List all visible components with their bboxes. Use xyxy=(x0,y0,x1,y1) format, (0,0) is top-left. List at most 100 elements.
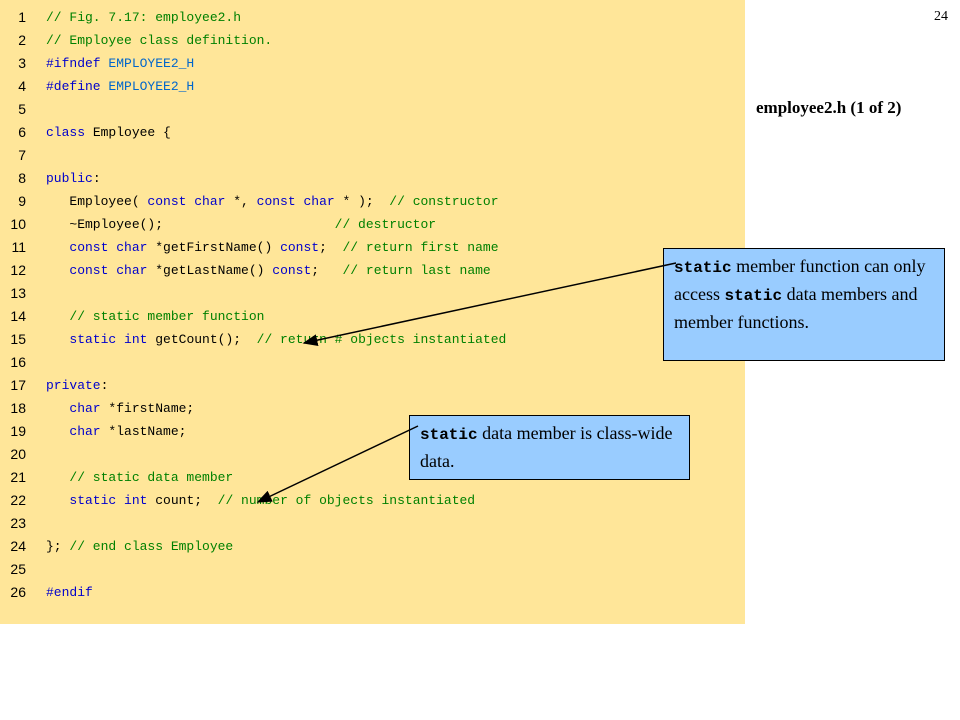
code-token: Employee( xyxy=(46,194,148,209)
code-token: : xyxy=(100,378,109,393)
code-token: *getLastName() xyxy=(155,263,273,278)
code-token: *lastName; xyxy=(108,424,187,439)
slide-caption: employee2.h (1 of 2) xyxy=(756,98,902,117)
line-number: 3 xyxy=(18,55,26,71)
line-number: 20 xyxy=(10,446,26,462)
code-token: *getFirstName() xyxy=(155,240,281,255)
code-token: // static member function xyxy=(69,309,265,324)
code-text: static int getCount(); // return # objec… xyxy=(46,328,506,351)
code-token: ; xyxy=(319,240,343,255)
line-number: 11 xyxy=(11,239,26,255)
line-number: 8 xyxy=(18,170,26,186)
code-token xyxy=(46,240,69,255)
line-number: 4 xyxy=(18,78,26,94)
line-number: 22 xyxy=(10,492,26,508)
code-token: ~Employee(); xyxy=(46,217,335,232)
code-token: const char xyxy=(147,194,234,209)
code-line: 18 char *firstName; xyxy=(0,397,745,420)
code-line: 9 Employee( const char *, const char * )… xyxy=(0,190,745,213)
line-number: 15 xyxy=(10,331,26,347)
code-text: static int count; // number of objects i… xyxy=(46,489,475,512)
code-token xyxy=(46,470,69,485)
code-token: class xyxy=(46,125,93,140)
code-token: #ifndef xyxy=(46,56,109,71)
callout-text: data member is class-wide data. xyxy=(420,423,673,471)
code-token: // return last name xyxy=(342,263,491,278)
line-number: 21 xyxy=(10,469,26,485)
page-number: 24 xyxy=(934,9,948,24)
code-listing-panel: 1// Fig. 7.17: employee2.h 2 // Employee c… xyxy=(0,0,745,624)
code-token: count; xyxy=(155,493,218,508)
line-number: 18 xyxy=(10,400,26,416)
code-line: 3#ifndef EMPLOYEE2_H xyxy=(0,52,745,75)
code-line: 20 xyxy=(0,443,745,466)
code-text: char *lastName; xyxy=(46,420,186,443)
code-text: private: xyxy=(46,374,108,397)
line-number: 26 xyxy=(10,584,26,600)
line-number: 12 xyxy=(10,262,26,278)
code-token: const char xyxy=(69,263,156,278)
code-text: #endif xyxy=(46,581,93,604)
line-number: 16 xyxy=(10,354,26,370)
code-text: // Employee class definition. xyxy=(46,29,272,52)
code-token: #define xyxy=(46,79,109,94)
code-text: const char *getFirstName() const; // ret… xyxy=(46,236,498,259)
code-token xyxy=(46,263,69,278)
line-number: 7 xyxy=(18,147,26,163)
line-number: 9 xyxy=(18,193,26,209)
callout-keyword: static xyxy=(674,259,732,277)
code-token xyxy=(46,332,69,347)
code-text: Employee( const char *, const char * ); … xyxy=(46,190,499,213)
code-text: }; // end class Employee xyxy=(46,535,233,558)
code-token: // Employee class definition. xyxy=(46,33,273,48)
code-text: ~Employee(); // destructor xyxy=(46,213,436,236)
code-token: const xyxy=(272,263,312,278)
line-number: 10 xyxy=(10,216,26,232)
code-text: #define EMPLOYEE2_H xyxy=(46,75,194,98)
code-token: static int xyxy=(69,493,156,508)
code-token: *, xyxy=(233,194,257,209)
code-line: 22 static int count; // number of object… xyxy=(0,489,745,512)
code-line: 13 xyxy=(0,282,745,305)
code-token: EMPLOYEE2_H xyxy=(108,79,195,94)
code-token: public xyxy=(46,171,93,186)
code-line: 7 xyxy=(0,144,745,167)
code-token: #endif xyxy=(46,585,93,600)
line-number: 23 xyxy=(10,515,26,531)
code-text: // Fig. 7.17: employee2.h xyxy=(46,6,241,29)
code-text: public: xyxy=(46,167,101,190)
line-number: 19 xyxy=(10,423,26,439)
code-line: 2 // Employee class definition. xyxy=(0,29,745,52)
code-line: 5 xyxy=(0,98,745,121)
callout-text: member function can only access xyxy=(674,256,926,304)
code-token: // constructor xyxy=(389,194,499,209)
line-number: 17 xyxy=(10,377,26,393)
code-token xyxy=(46,493,69,508)
code-line: 10 ~Employee(); // destructor xyxy=(0,213,745,236)
code-line: 11 const char *getFirstName() const; // … xyxy=(0,236,745,259)
code-token: // destructor xyxy=(334,217,437,232)
code-token: const char xyxy=(69,240,156,255)
code-line: 25 xyxy=(0,558,745,581)
code-token: * ); xyxy=(342,194,390,209)
code-token: const xyxy=(280,240,320,255)
code-token: static int xyxy=(69,332,156,347)
code-token: getCount(); xyxy=(155,332,257,347)
code-token: // Fig. 7.17: employee2.h xyxy=(46,10,242,25)
line-number: 13 xyxy=(10,285,26,301)
code-token: // static data member xyxy=(69,470,234,485)
line-number: 25 xyxy=(10,561,26,577)
code-token: : xyxy=(92,171,101,186)
line-number: 24 xyxy=(10,538,26,554)
line-number: 6 xyxy=(18,124,26,140)
code-line: 26 #endif xyxy=(0,581,745,604)
code-text: // static member function xyxy=(46,305,264,328)
code-token: // end class Employee xyxy=(69,539,234,554)
callout-static-member-function: static member function can only access s… xyxy=(663,248,945,361)
code-text: // static data member xyxy=(46,466,233,489)
code-line: 1// Fig. 7.17: employee2.h xyxy=(0,6,745,29)
line-number: 2 xyxy=(18,32,26,48)
code-line: 8 public: xyxy=(0,167,745,190)
code-line: 21 // static data member xyxy=(0,466,745,489)
